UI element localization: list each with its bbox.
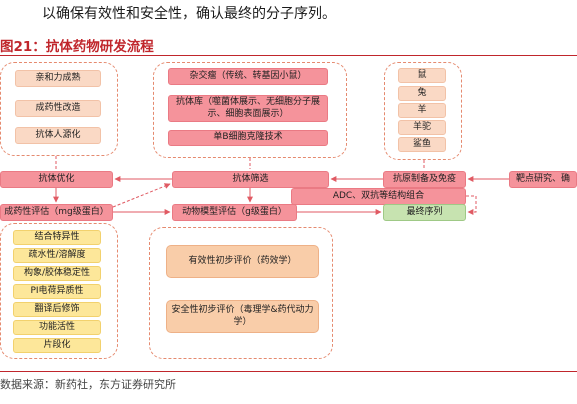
- druggability-group: [0, 223, 118, 359]
- druggability-item: 构象/胶体稳定性: [13, 266, 101, 281]
- druggability-item: 翻译后修饰: [13, 302, 101, 317]
- druggability-item: 功能活性: [13, 320, 101, 335]
- affinity-group: [0, 62, 118, 156]
- druggability-item: 疏水性/溶解度: [13, 248, 101, 263]
- safety-evaluation-box: 安全性初步评价（毒理学&药代动力学）: [166, 300, 319, 333]
- source-note: 数据来源：新药社，东方证券研究所: [0, 378, 176, 391]
- adc-box: ADC、双抗等结构组合: [291, 188, 466, 205]
- druggability-box: 成药性评估（mg级蛋白）: [0, 204, 113, 221]
- library-item: 单B细胞克隆技术: [168, 130, 328, 146]
- library-item: 杂交瘤（传统、转基因小鼠）: [168, 68, 328, 85]
- druggability-item: 结合特异性: [13, 230, 101, 245]
- library-item: 抗体库（噬菌体展示、无细胞分子展示、细胞表面展示）: [168, 95, 328, 122]
- library-group: [153, 62, 347, 158]
- optimization-box: 抗体优化: [0, 171, 113, 188]
- evaluation-group: [149, 227, 333, 359]
- arrow-druggability-to-screening: [112, 183, 171, 208]
- animal-item: 鲨鱼: [398, 137, 446, 152]
- final-sequence-box: 最终序列: [383, 204, 466, 221]
- source-rule: [0, 371, 577, 372]
- animal-item: 羊驼: [398, 120, 446, 135]
- animal-model-box: 动物模型评估（g级蛋白）: [172, 204, 297, 221]
- animal-item: 鼠: [398, 68, 446, 83]
- affinity-item: 亲和力成熟: [15, 70, 101, 87]
- intro-text: 以确保有效性和安全性，确认最终的分子序列。: [42, 6, 336, 22]
- antigen-box: 抗原制备及免疫: [383, 171, 466, 188]
- screening-box: 抗体筛选: [172, 171, 329, 188]
- arrow-adc-feedback: [466, 195, 477, 215]
- animal-item: 羊: [398, 103, 446, 118]
- druggability-item: PI电荷异质性: [13, 284, 101, 299]
- figure-title: 图21：抗体药物研发流程: [0, 39, 154, 55]
- affinity-item: 抗体人源化: [15, 127, 101, 144]
- affinity-item: 成药性改造: [15, 100, 101, 117]
- efficacy-evaluation-box: 有效性初步评价（药效学）: [166, 245, 319, 278]
- animal-item: 兔: [398, 86, 446, 101]
- druggability-item: 片段化: [13, 338, 101, 353]
- animal-group: [384, 62, 462, 160]
- title-rule: [0, 55, 577, 56]
